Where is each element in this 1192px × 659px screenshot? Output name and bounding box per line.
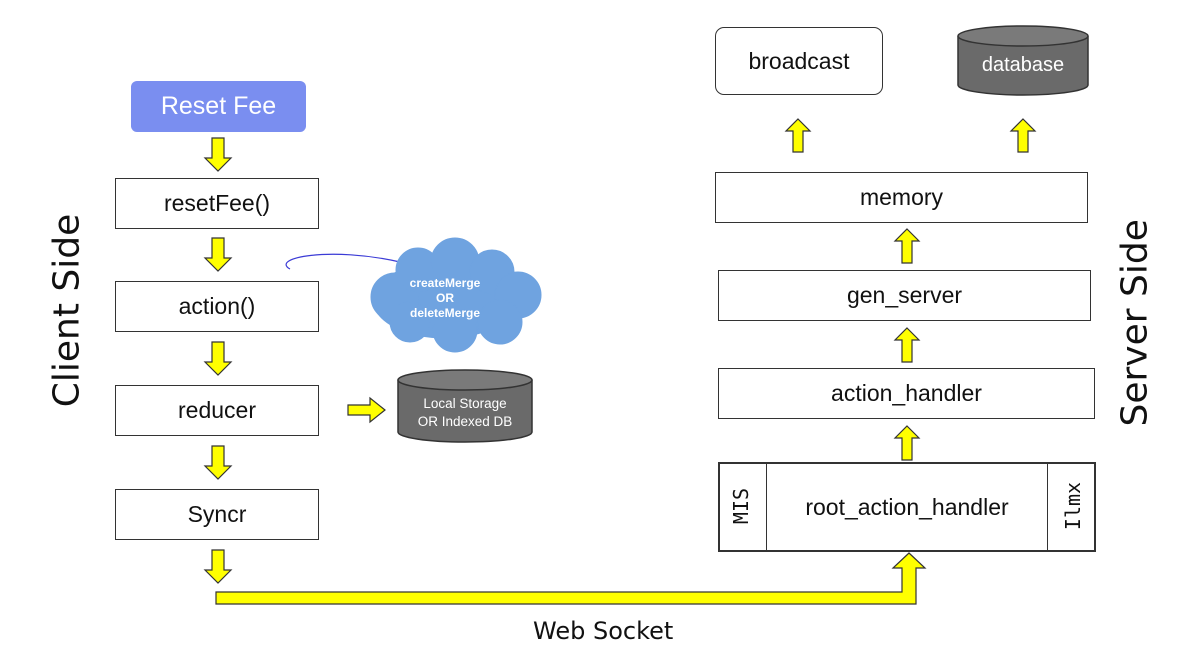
local-storage-label: Local Storage OR Indexed DB: [400, 395, 530, 431]
reset-fee-button[interactable]: Reset Fee: [131, 81, 306, 132]
web-socket-connector: [215, 552, 927, 605]
mis-section: [720, 464, 767, 550]
root-action-handler-box: root_action_handler: [718, 462, 1096, 552]
ilmx-tag: Ilmx: [1061, 481, 1085, 531]
cloud-line-create: createMerge: [409, 276, 481, 290]
reset-fee-function-box: resetFee(): [115, 178, 319, 229]
broadcast-box: broadcast: [715, 27, 883, 95]
down-arrow-1: [203, 137, 233, 172]
storage-line-1: Local Storage: [423, 396, 507, 411]
memory-box: memory: [715, 172, 1088, 223]
up-arrow-database: [1009, 118, 1037, 153]
mis-tag: MIS: [729, 487, 753, 525]
down-arrow-2: [203, 237, 233, 272]
down-arrow-5: [203, 549, 233, 584]
down-arrow-3: [203, 341, 233, 376]
action-function-box: action(): [115, 281, 319, 332]
up-arrow-broadcast: [784, 118, 812, 153]
cloud-line-or: OR: [436, 291, 454, 305]
storage-line-2: OR Indexed DB: [417, 414, 513, 429]
cloud-note: createMerge OR deleteMerge: [380, 276, 510, 321]
database-cylinder-shape: [957, 25, 1089, 96]
database-label: database: [981, 54, 1065, 76]
cloud-line-delete: deleteMerge: [409, 306, 481, 320]
up-arrow-1: [893, 425, 921, 461]
ilmx-section: [1047, 464, 1094, 550]
action-handler-box: action_handler: [718, 368, 1095, 419]
server-side-label: Server Side: [1114, 219, 1156, 427]
up-arrow-3: [893, 228, 921, 264]
down-arrow-4: [203, 445, 233, 480]
right-arrow-storage: [347, 396, 386, 424]
gen-server-box: gen_server: [718, 270, 1091, 321]
reducer-box: reducer: [115, 385, 319, 436]
up-arrow-2: [893, 327, 921, 363]
root-action-handler-label: root_action_handler: [805, 493, 1009, 520]
callout-curve: [285, 253, 401, 270]
storage-cylinder-shape: [397, 369, 533, 443]
cloud-shape: [370, 237, 542, 353]
web-socket-label: Web Socket: [533, 617, 674, 645]
client-side-label: Client Side: [46, 213, 88, 408]
syncr-box: Syncr: [115, 489, 319, 540]
